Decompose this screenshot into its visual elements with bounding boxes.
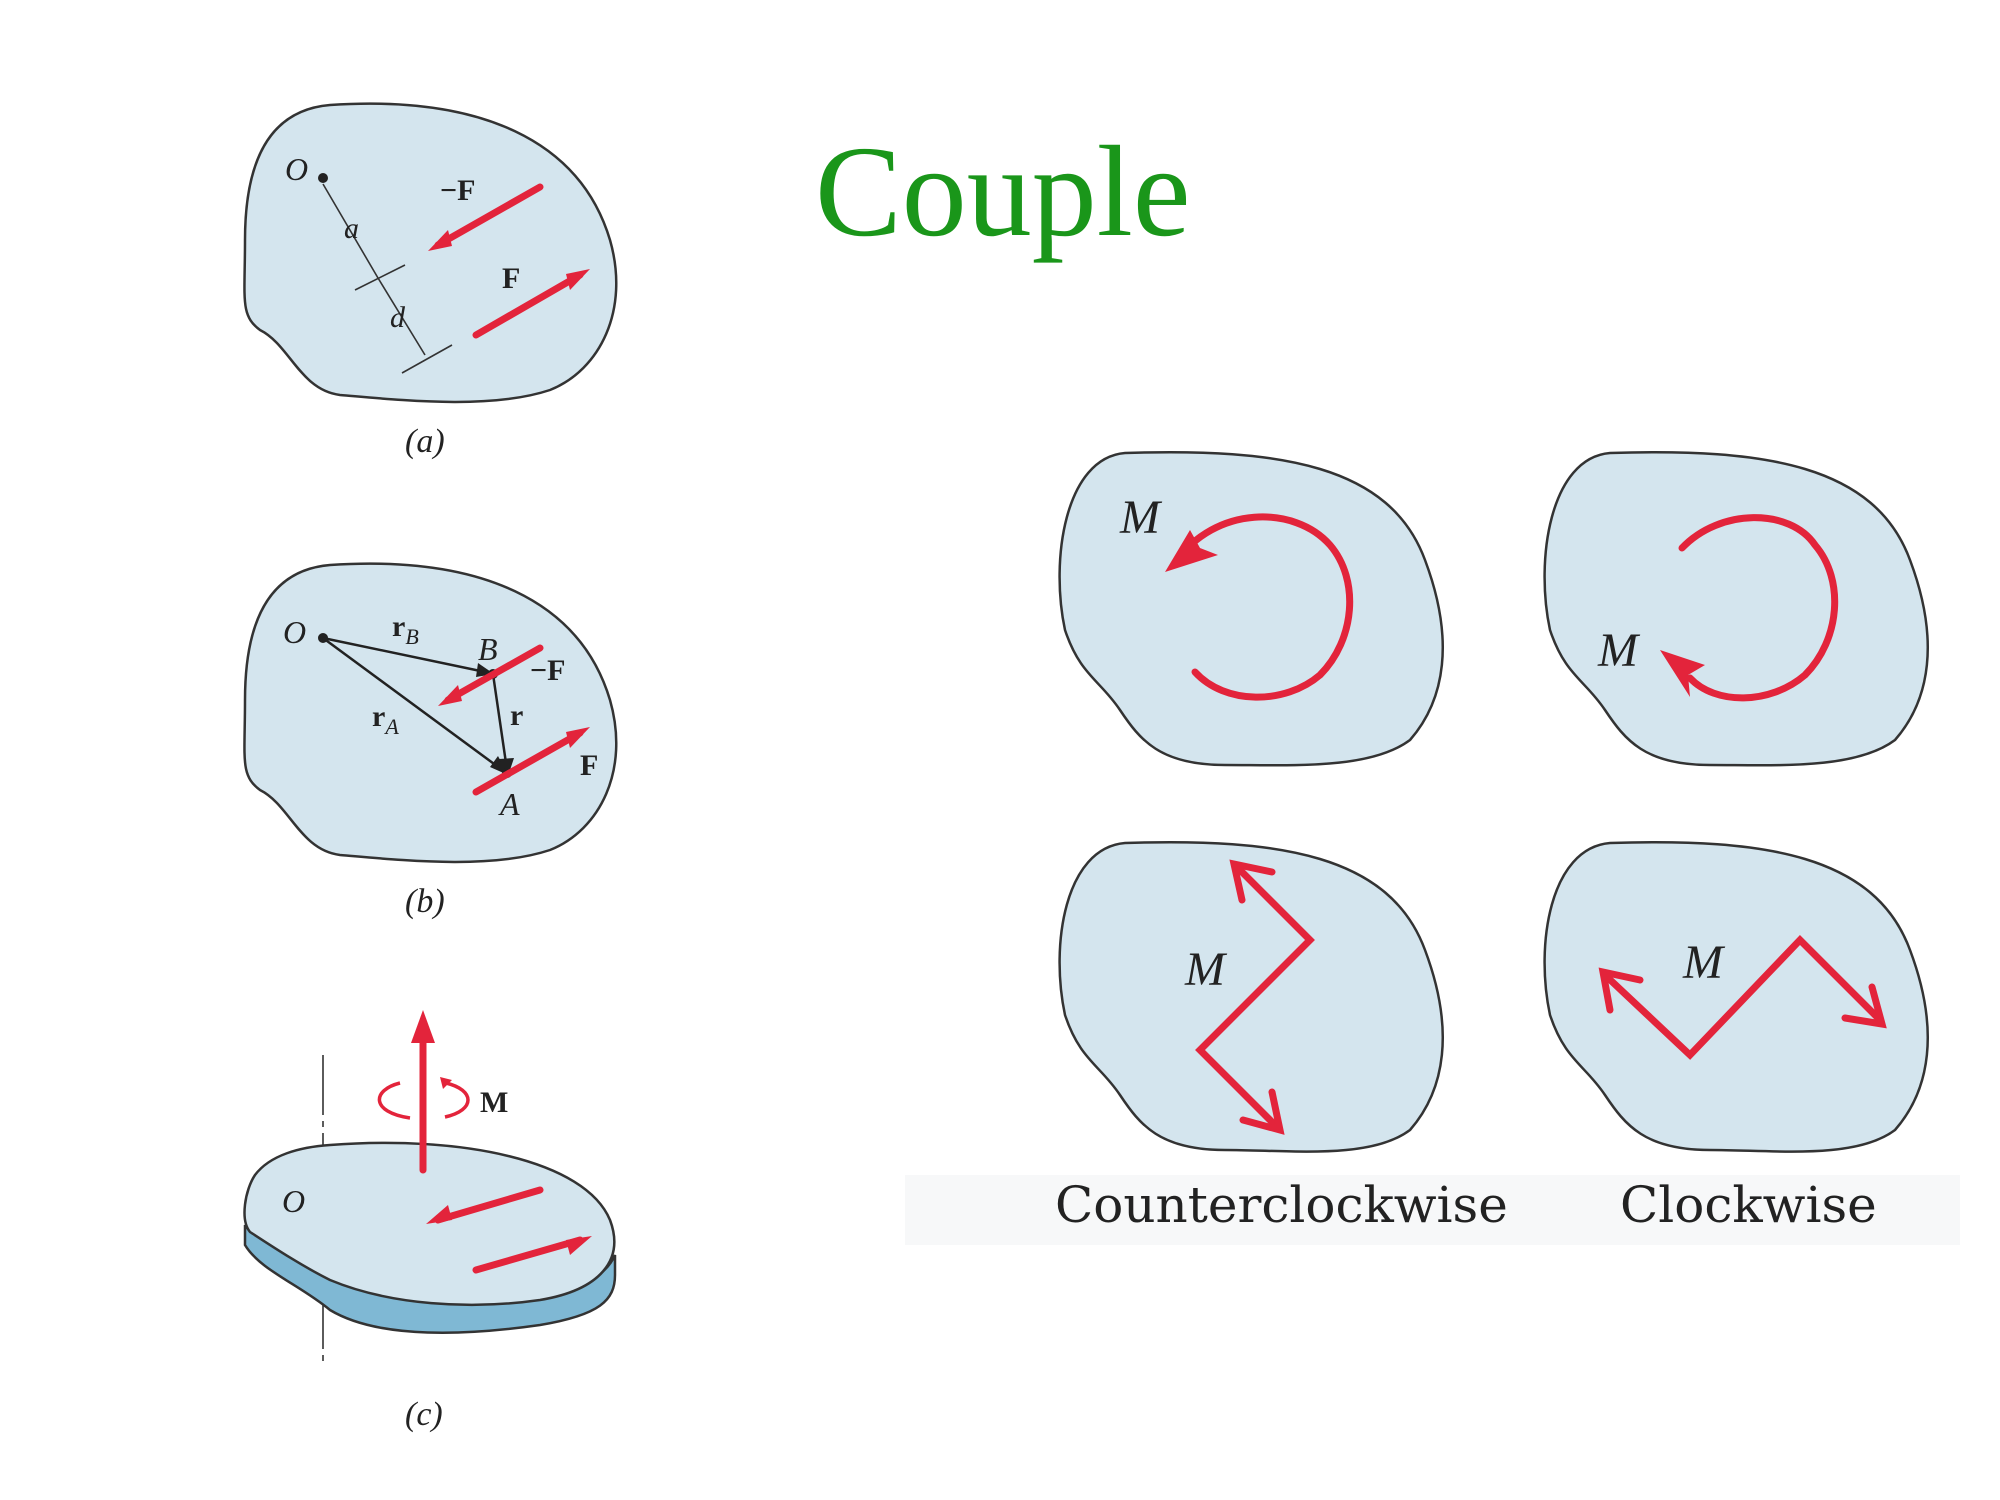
point-o-dot xyxy=(318,173,328,183)
force-f-head-c xyxy=(566,1236,592,1255)
label-m-c: M xyxy=(480,1086,508,1119)
label-a-point: A xyxy=(498,786,520,822)
panel-c: O M (c) xyxy=(243,1010,617,1433)
moment-vector-head-3b xyxy=(1239,1088,1285,1135)
dimension-tick-2 xyxy=(401,344,453,374)
moment-rotation-arrow xyxy=(377,1081,470,1120)
label-f-b: F xyxy=(580,749,598,782)
sense-body-1 xyxy=(1058,450,1445,767)
vector-r-head xyxy=(499,758,514,776)
force-f-head-b xyxy=(566,727,590,748)
label-m-2: M xyxy=(1597,624,1641,677)
label-m-4: M xyxy=(1682,936,1726,989)
dimension-line-a xyxy=(322,183,379,279)
slab-top xyxy=(243,1141,616,1307)
sense-body-2 xyxy=(1543,450,1930,767)
label-f: F xyxy=(502,262,520,295)
force-neg-f-arrow xyxy=(434,183,544,249)
force-f-arrow-b xyxy=(472,729,584,796)
caption-b: (b) xyxy=(405,883,445,920)
rigid-body-a xyxy=(243,102,618,404)
moment-vector-head xyxy=(411,1010,435,1043)
moment-vector-head-3a xyxy=(1229,859,1276,904)
dimension-line-d xyxy=(377,277,426,356)
moment-vector-head-4b xyxy=(1841,983,1887,1029)
sense-ccw-circular: M xyxy=(1058,450,1445,767)
vector-r xyxy=(491,673,509,771)
page-title: Couple xyxy=(815,120,1191,264)
label-ra: rA xyxy=(372,700,399,739)
vector-rb xyxy=(322,636,491,675)
moment-vector-head-4a xyxy=(1598,967,1644,1014)
dimension-tick-1 xyxy=(354,264,406,291)
moment-rotation-head xyxy=(440,1077,452,1089)
moment-arc-2 xyxy=(1678,514,1839,702)
caption-a: (a) xyxy=(405,423,445,460)
force-f-arrow xyxy=(472,271,584,339)
label-rb: rB xyxy=(392,610,419,649)
force-neg-f-arrow-b xyxy=(444,644,544,704)
moment-vector-line-3 xyxy=(1195,866,1315,1129)
moment-arc-head-1 xyxy=(1165,530,1218,572)
sense-caption-band xyxy=(905,1175,1960,1245)
label-o-b: O xyxy=(283,614,306,650)
vector-ra xyxy=(322,636,506,774)
moment-arc-1 xyxy=(1171,513,1354,701)
label-m-3: M xyxy=(1184,943,1228,996)
moment-arc-head-2 xyxy=(1660,650,1705,697)
force-f-arrow-c xyxy=(472,1236,584,1274)
label-b: B xyxy=(478,631,498,667)
rigid-body-b xyxy=(243,562,618,864)
force-neg-f-arrow-c xyxy=(434,1186,544,1224)
label-o: O xyxy=(285,151,308,187)
force-neg-f-head-c xyxy=(426,1205,452,1224)
panel-b: O rB rA r B A −F F (b) xyxy=(243,562,618,920)
label-neg-f: −F xyxy=(440,174,475,207)
sense-cw-circular: M xyxy=(1543,450,1930,767)
force-f-head xyxy=(566,269,590,290)
force-neg-f-head-b xyxy=(438,685,462,706)
label-d: d xyxy=(390,301,406,334)
force-neg-f-head xyxy=(428,230,452,251)
sense-body-4 xyxy=(1543,840,1930,1153)
sense-cw-vector: M xyxy=(1543,840,1930,1153)
label-a: a xyxy=(344,212,359,245)
label-m-1: M xyxy=(1119,491,1163,544)
sense-ccw-vector: M xyxy=(1058,840,1445,1153)
caption-counterclockwise: Counterclockwise xyxy=(1055,1176,1508,1234)
label-o-c: O xyxy=(282,1183,305,1219)
caption-clockwise: Clockwise xyxy=(1620,1176,1877,1234)
panel-a: O a d −F F (a) xyxy=(243,102,618,460)
caption-c: (c) xyxy=(405,1396,443,1433)
moment-vector-line-4 xyxy=(1601,934,1884,1060)
label-r: r xyxy=(510,699,523,732)
label-neg-f-b: −F xyxy=(530,654,565,687)
